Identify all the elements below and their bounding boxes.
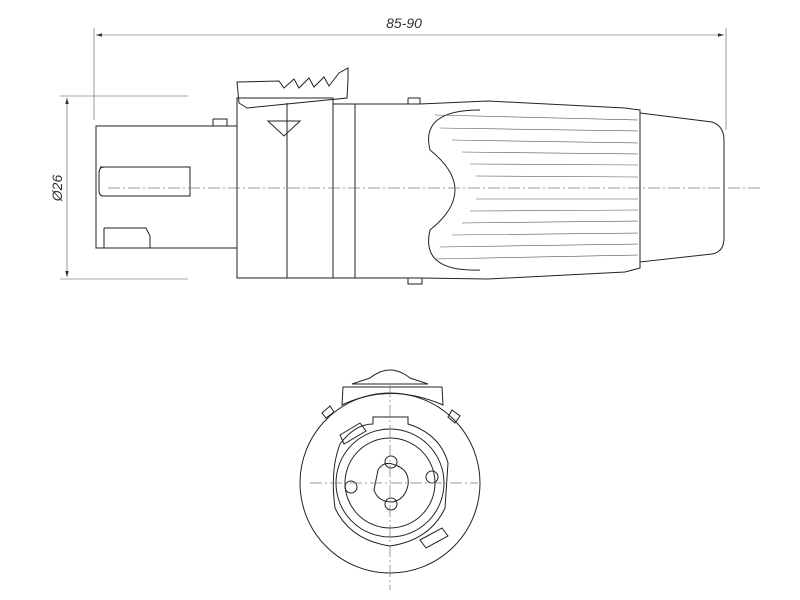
length-dimension: 85-90 (93, 15, 727, 130)
triangle-marker (266, 120, 302, 137)
diameter-dimension-label: Ø26 (49, 175, 65, 203)
diameter-dimension: Ø26 (49, 95, 188, 280)
grip-ridges (434, 114, 639, 260)
length-dimension-label: 85-90 (386, 15, 422, 31)
end-cap (639, 112, 725, 263)
side-view (95, 67, 760, 285)
front-view (299, 369, 481, 590)
latch-teeth (236, 67, 349, 109)
